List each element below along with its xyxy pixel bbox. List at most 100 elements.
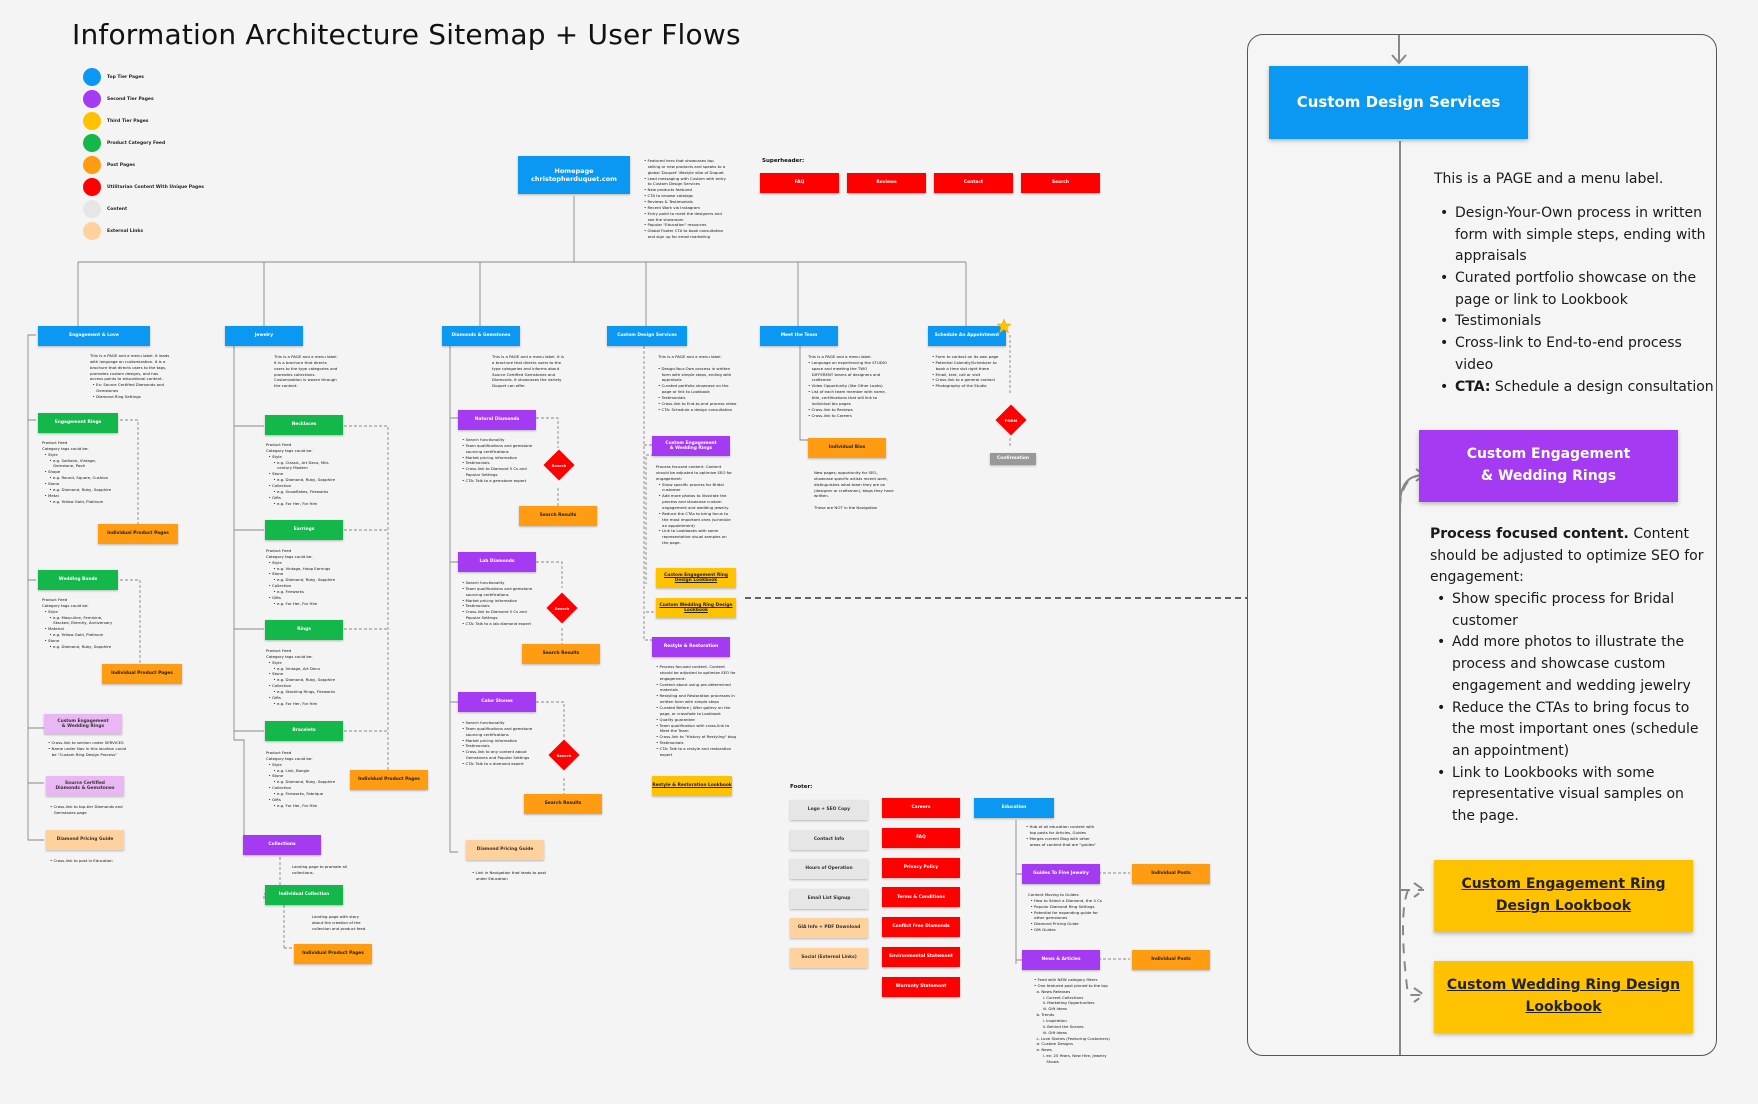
collections-notes: Landing page to promote all collections. xyxy=(292,864,348,875)
search-results-color-node[interactable]: Search Results xyxy=(524,794,602,814)
diamonds-gemstones-node[interactable]: Diamonds & Gemstones xyxy=(442,326,520,346)
schedule-appointment-node[interactable]: Schedule An Appointment xyxy=(928,326,1006,346)
custom-rings-notes: Process focused content. Content should … xyxy=(656,464,732,546)
education-node[interactable]: Education xyxy=(974,798,1054,818)
footer-utility-item[interactable]: Terms & Conditions xyxy=(882,887,960,908)
rings-node[interactable]: Rings xyxy=(265,620,343,640)
collection-products-node[interactable]: Individual Product Pages xyxy=(294,944,372,964)
bracelets-notes: Product Feed Category tags could be: • S… xyxy=(266,750,336,808)
panel-bullet-item: Add more photos to illustrate the proces… xyxy=(1437,632,1702,697)
legend-label: Content xyxy=(107,206,128,212)
star-icon xyxy=(997,319,1011,333)
necklaces-notes: Product Feed Category tags could be: • S… xyxy=(266,442,336,506)
custom-design-services-node[interactable]: Custom Design Services xyxy=(607,326,687,346)
individual-bios-node[interactable]: Individual Bios xyxy=(808,438,886,458)
search-results-lab-node[interactable]: Search Results xyxy=(522,644,600,664)
engagement-pricing-guide-node[interactable]: Diamond Pricing Guide xyxy=(46,830,124,850)
diamonds-pricing-guide-notes: • Link in Navigation that leads to post … xyxy=(472,870,547,881)
earrings-node[interactable]: Earrings xyxy=(265,520,343,540)
individual-collection-node[interactable]: Individual Collection xyxy=(265,885,343,905)
bracelets-node[interactable]: Bracelets xyxy=(265,721,343,741)
diamonds-pricing-guide-node[interactable]: Diamond Pricing Guide xyxy=(466,840,544,860)
homepage-node[interactable]: Homepage christopherduquet.com xyxy=(518,156,630,194)
footer-utility-item[interactable]: Warranty Statement xyxy=(882,976,960,997)
collections-node[interactable]: Collections xyxy=(243,835,321,855)
legend-label: External Links xyxy=(107,228,144,234)
panel-wedding-lookbook-node[interactable]: Custom Wedding Ring Design Lookbook xyxy=(1434,961,1693,1033)
engagement-custom-rings-node[interactable]: Custom Engagement & Wedding Rings xyxy=(44,714,122,734)
panel-rings-text: Process focused content. Content should … xyxy=(1430,524,1708,828)
footer-item[interactable]: Social (External Links) xyxy=(790,947,868,968)
legend-item: Utilitarian Content With Unique Pages xyxy=(83,178,204,196)
education-notes: • Hub of all education content with top … xyxy=(1026,824,1096,847)
panel-engagement-lookbook-node[interactable]: Custom Engagement Ring Design Lookbook xyxy=(1434,860,1693,932)
legend-item: Post Pages xyxy=(83,156,135,174)
guides-node[interactable]: Guides To Fine Jewelry xyxy=(1022,864,1100,884)
footer-utility-item[interactable]: Environmental Statement xyxy=(882,947,960,967)
custom-rings-node[interactable]: Custom Engagement & Wedding Rings xyxy=(652,436,730,456)
news-articles-node[interactable]: News & Articles xyxy=(1022,950,1100,970)
search-results-natural-node[interactable]: Search Results xyxy=(519,506,597,526)
search-decision-color-label: Search xyxy=(556,753,572,758)
wedding-bands-node[interactable]: Wedding Bands xyxy=(38,570,118,590)
custom-engagement-lookbook-node[interactable]: Custom Engagement Ring Design Lookbook xyxy=(656,568,736,588)
custom-wedding-lookbook-node[interactable]: Custom Wedding Ring Design Lookbook xyxy=(656,598,736,618)
legend-swatch xyxy=(83,222,101,240)
superheader-faq-node[interactable]: FAQ xyxy=(760,173,839,193)
footer-item[interactable]: Logo + SEO Copy xyxy=(790,800,868,820)
panel-bullet-item: Curated portfolio showcase on the page o… xyxy=(1440,268,1716,311)
footer-utility-item[interactable]: Conflict Free Diamonds xyxy=(882,917,960,938)
confirmation-node[interactable]: Confirmation xyxy=(990,453,1036,465)
form-decision-label: FORM xyxy=(1004,418,1018,423)
panel-bullet-item: Reduce the CTAs to bring focus to the mo… xyxy=(1437,698,1702,763)
search-decision-lab-label: Search xyxy=(554,606,570,611)
restyle-restoration-node[interactable]: Restyle & Restoration xyxy=(652,637,730,657)
engagement-love-notes: This is a PAGE and a menu label. It lead… xyxy=(90,353,170,400)
legend-label: Product Category Feed xyxy=(107,140,166,146)
footer-utility-item[interactable]: Careers xyxy=(882,798,960,818)
panel-rings-node[interactable]: Custom Engagement & Wedding Rings xyxy=(1419,430,1678,502)
individual-posts-guides-node[interactable]: Individual Posts xyxy=(1132,864,1210,884)
footer-item[interactable]: GIA Info + PDF Download xyxy=(790,918,868,938)
wedding-bands-products-node[interactable]: Individual Product Pages xyxy=(102,664,182,684)
jewelry-node[interactable]: Jewelry xyxy=(225,326,303,346)
color-stones-notes: • Search functionality • Team qualificat… xyxy=(462,720,533,767)
restyle-lookbook-node[interactable]: Restyle & Restoration Lookbook xyxy=(652,776,732,796)
source-certified-node[interactable]: Source Certified Diamonds & Gemstones xyxy=(46,776,124,796)
footer-utility-item[interactable]: Privacy Policy xyxy=(882,857,960,878)
detail-panel: Custom Design Services This is a PAGE an… xyxy=(1247,34,1717,1056)
panel-bullet-item: Design-Your-Own process in written form … xyxy=(1440,203,1716,268)
legend-item: Top Tier Pages xyxy=(83,68,144,86)
necklaces-node[interactable]: Necklaces xyxy=(265,415,343,435)
guides-notes: Content Moving to Guides • How to Select… xyxy=(1028,892,1102,933)
panel-service-node[interactable]: Custom Design Services xyxy=(1269,66,1528,139)
footer-item[interactable]: Hours of Operation xyxy=(790,859,868,879)
footer-item[interactable]: Contact Info xyxy=(790,829,868,850)
superheader-contact-node[interactable]: Contact xyxy=(934,173,1013,193)
restyle-restoration-notes: • Process focused content. Content shoul… xyxy=(656,664,737,757)
legend-label: Post Pages xyxy=(107,162,135,168)
individual-bios-notes: New pages; opportunity for SEO, showcase… xyxy=(814,470,894,511)
meet-the-team-node[interactable]: Meet the Team xyxy=(760,326,838,346)
superheader-label: Superheader: xyxy=(762,158,805,164)
individual-collection-notes: Landing page with story about the creati… xyxy=(312,914,367,931)
engagement-rings-products-node[interactable]: Individual Product Pages xyxy=(98,524,178,544)
source-certified-notes: • Cross-link to top-tier Diamonds and Ge… xyxy=(50,804,123,815)
panel-bullet-item: Show specific process for Bridal custome… xyxy=(1437,589,1702,632)
superheader-search-node[interactable]: Search xyxy=(1021,173,1100,193)
legend-label: Top Tier Pages xyxy=(107,74,144,80)
jewelry-products-node[interactable]: Individual Product Pages xyxy=(350,770,428,790)
panel-bullet-item: Cross-link to End-to-end process video xyxy=(1440,333,1716,376)
natural-diamonds-node[interactable]: Natural Diamonds xyxy=(458,410,536,430)
individual-posts-news-node[interactable]: Individual Posts xyxy=(1132,950,1210,970)
engagement-love-node[interactable]: Engagement & Love xyxy=(38,326,150,346)
lab-diamonds-node[interactable]: Lab Diamonds xyxy=(458,552,536,572)
panel-bullet-item: Link to Lookbooks with some representati… xyxy=(1437,763,1702,828)
footer-utility-item[interactable]: FAQ xyxy=(882,827,960,848)
engagement-rings-node[interactable]: Engagement Rings xyxy=(38,413,118,433)
footer-item[interactable]: Email List Signup xyxy=(790,888,868,909)
news-articles-notes: • Feed with NEW category filters • One f… xyxy=(1034,977,1110,1065)
color-stones-node[interactable]: Color Stones xyxy=(458,692,536,712)
superheader-reviews-node[interactable]: Reviews xyxy=(847,173,926,193)
